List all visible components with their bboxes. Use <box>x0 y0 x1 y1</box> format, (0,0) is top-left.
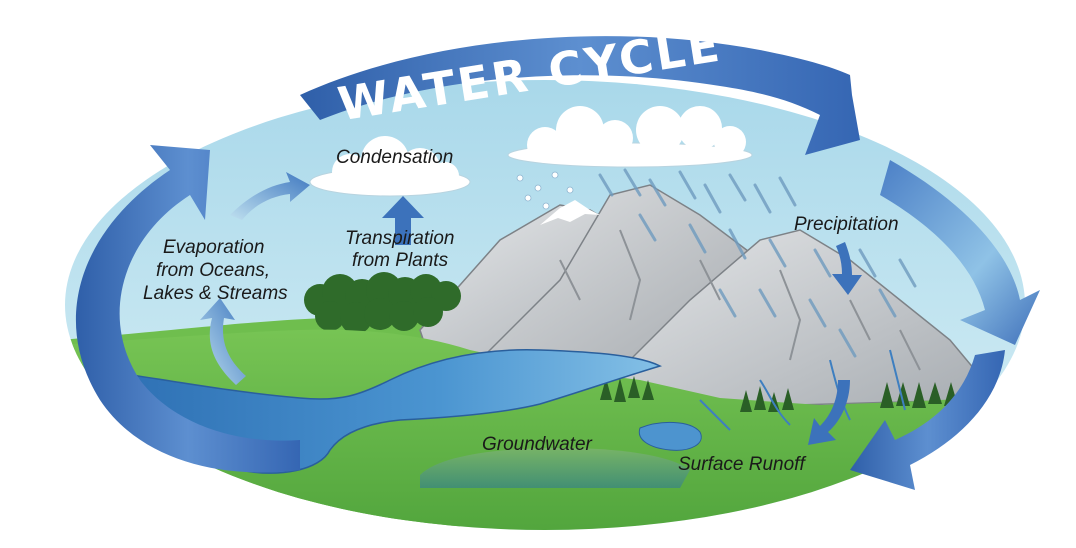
ground <box>65 329 1025 530</box>
mountain-range <box>419 184 976 411</box>
forest-left <box>304 272 461 334</box>
label-evaporation-line3: Lakes & Streams <box>143 283 288 304</box>
label-evaporation-line1: Evaporation <box>163 237 264 258</box>
cloud-condensation <box>309 136 471 197</box>
cycle-arrow-left <box>75 145 301 473</box>
rain-streaks <box>598 168 917 358</box>
snow-cap <box>540 200 600 225</box>
label-surface-runoff: Surface Runoff <box>678 454 806 475</box>
mountain-right <box>598 229 976 411</box>
runoff-arrow <box>808 380 850 445</box>
label-condensation: Condensation <box>336 147 453 168</box>
label-evaporation-line2: from Oceans, <box>156 260 270 281</box>
label-transpiration-line1: Transpiration <box>345 228 454 249</box>
forest-right <box>600 376 958 412</box>
label-transpiration-line2: from Plants <box>352 250 449 271</box>
evaporation-arrow-up <box>230 172 310 220</box>
cycle-arrow-right <box>880 160 1040 345</box>
label-precipitation: Precipitation <box>794 214 899 235</box>
precipitation-arrow <box>832 242 862 295</box>
cloud-precipitation <box>507 106 753 168</box>
cycle-arrow-bottom-right <box>850 350 1005 490</box>
transpiration-arrow <box>382 196 424 245</box>
label-groundwater: Groundwater <box>482 434 593 455</box>
mountain-ridges <box>559 229 921 371</box>
small-pond <box>638 421 702 451</box>
evaporation-arrow-ground <box>200 298 246 385</box>
snow-flakes <box>516 171 574 210</box>
groundwater-zone <box>420 448 690 488</box>
cycle-arrow-top <box>300 36 860 155</box>
